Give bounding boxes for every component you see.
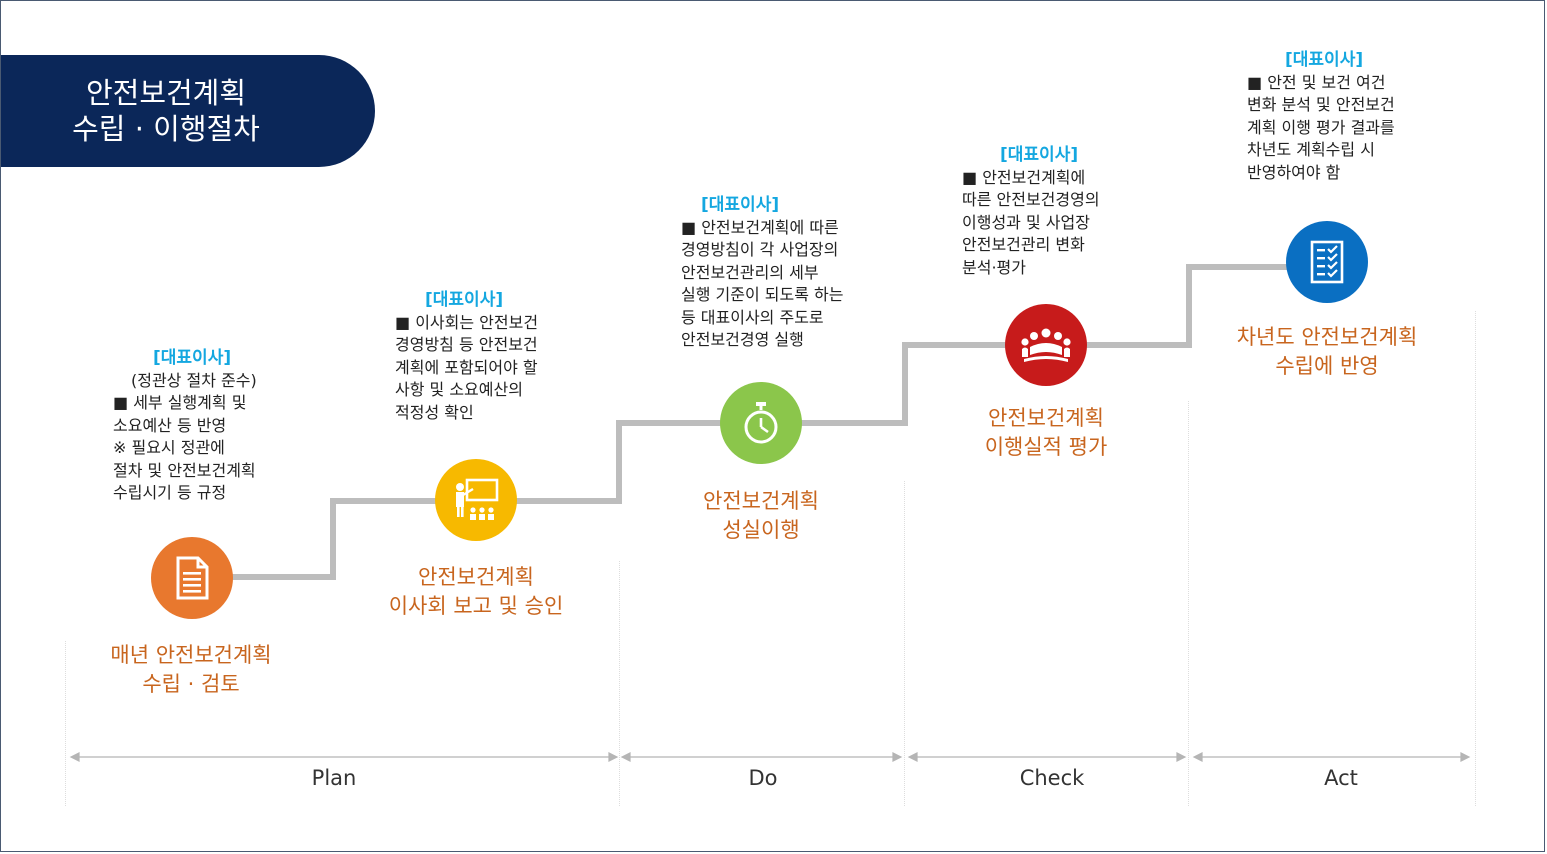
phase-plan: Plan (311, 766, 357, 790)
title-line-1: 안전보건계획 (85, 76, 247, 110)
plan-range-arrow (69, 752, 619, 762)
step-3-circle (720, 382, 802, 464)
step-2-circle (435, 459, 517, 541)
annotation-heading: [대표이사] (425, 290, 504, 310)
step-4-circle (1005, 304, 1087, 386)
phase-act: Act (1324, 766, 1358, 790)
annotation-heading: [대표이사] (1000, 145, 1079, 165)
column-separator (1188, 401, 1189, 806)
phase-check: Check (1019, 766, 1085, 790)
column-separator (619, 561, 620, 806)
title-banner: 안전보건계획 수립 · 이행절차 (1, 55, 375, 167)
step-5-annotation: [대표이사] ■ 안전 및 보건 여건 변화 분석 및 안전보건 계획 이행 평… (1247, 50, 1395, 182)
annotation-heading: [대표이사] (153, 348, 232, 368)
presentation-icon (456, 478, 499, 520)
column-separator (1475, 311, 1476, 806)
step-3-annotation: [대표이사] ■ 안전보건계획에 따른 경영방침이 각 사업장의 안전보건관리의… (681, 195, 844, 349)
annotation-heading: [대표이사] (701, 195, 780, 215)
meeting-icon (1021, 328, 1071, 362)
stopwatch-icon (744, 402, 778, 444)
phase-do: Do (748, 766, 778, 790)
step-4-annotation: [대표이사] ■ 안전보건계획에 따른 안전보건경영의 이행성과 및 사업장 안… (962, 145, 1100, 277)
annotation-heading: [대표이사] (1285, 50, 1364, 70)
document-icon (176, 556, 209, 600)
act-range-arrow (1192, 752, 1471, 762)
title-line-2: 수립 · 이행절차 (72, 112, 260, 146)
do-range-arrow (620, 752, 903, 762)
step-1-annotation: [대표이사] (정관상 절차 준수) ■ 세부 실행계획 및 소요예산 등 반영… (113, 348, 257, 502)
checklist-icon (1310, 240, 1344, 284)
column-separator (65, 641, 66, 806)
step-1-circle (151, 537, 233, 619)
step-5-circle (1286, 221, 1368, 303)
column-separator (904, 481, 905, 806)
check-range-arrow (907, 752, 1187, 762)
step-2-annotation: [대표이사] ■ 이사회는 안전보건 경영방침 등 안전보건 계획에 포함되어야… (395, 290, 539, 422)
